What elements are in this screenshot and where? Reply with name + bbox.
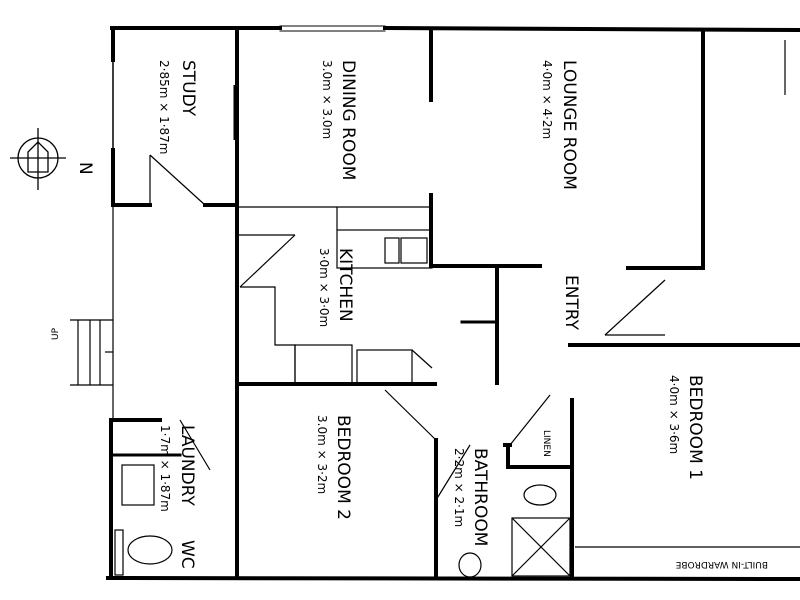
study-size: 2·85m × 1·87m <box>157 60 171 155</box>
bathroom-size: 2·2m × 2·1m <box>452 448 466 527</box>
walls <box>105 25 800 582</box>
room-labels: STUDY 2·85m × 1·87m DINING ROOM 3.0m × 3… <box>157 60 768 569</box>
bedroom-1-size: 4·0m × 3·6m <box>667 375 681 454</box>
compass: N <box>10 128 95 190</box>
north-label: N <box>75 162 95 175</box>
kitchen-label: KITCHEN <box>335 248 355 322</box>
stairs-up-label: UP <box>51 327 61 340</box>
bedroom-1-label: BEDROOM 1 <box>685 375 705 480</box>
dining-room-label: DINING ROOM <box>338 60 358 180</box>
north-arrow-icon <box>27 141 49 173</box>
bedroom-2-label: BEDROOM 2 <box>333 415 353 520</box>
bedroom-2-size: 3.0m × 3·2m <box>315 415 329 494</box>
wc-label: WC <box>177 540 197 569</box>
dining-room-size: 3.0m × 3.0m <box>320 60 334 139</box>
linen-label: LINEN <box>541 430 551 457</box>
thin-lines <box>70 40 800 578</box>
kitchen-size: 3·0m × 3·0m <box>317 248 331 327</box>
laundry-size: 1·7m × 1·87m <box>158 425 172 512</box>
wardrobe-label: BUILT-IN WARDROBE <box>675 559 768 569</box>
lounge-room-label: LOUNGE ROOM <box>559 60 579 190</box>
entry-label: ENTRY <box>561 275 581 331</box>
lounge-room-size: 4·0m × 4·2m <box>540 60 554 139</box>
study-label: STUDY <box>178 60 198 117</box>
laundry-label: LAUNDRY <box>177 425 197 506</box>
bathroom-label: BATHROOM <box>470 448 490 546</box>
